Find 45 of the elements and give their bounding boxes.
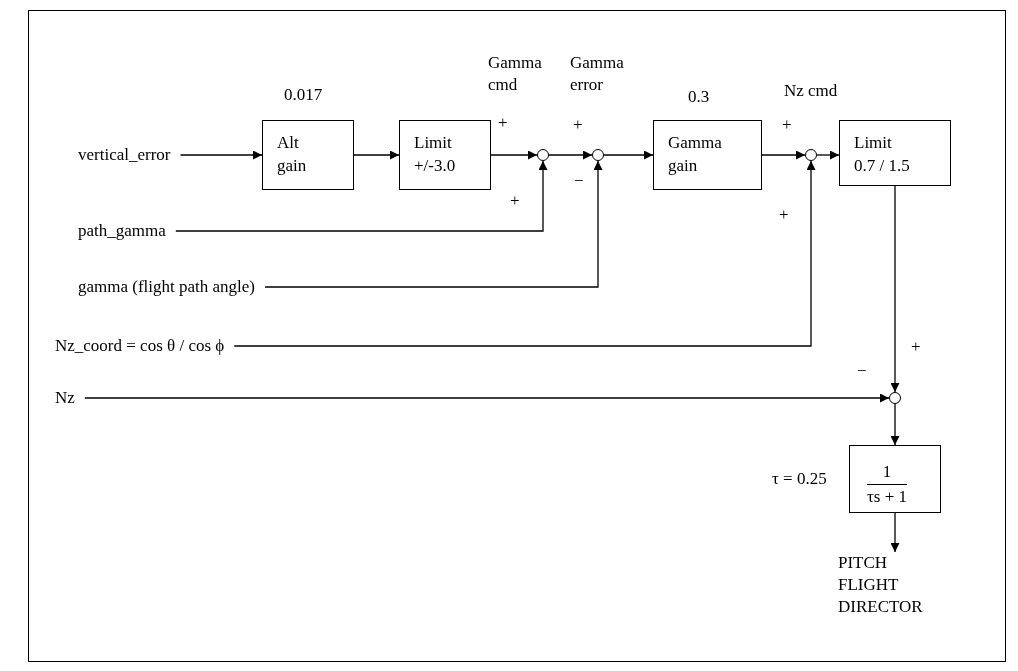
signal-label: Nz_coord = cos θ / cos ϕ [55, 335, 235, 357]
gain-block: Alt gain [262, 120, 354, 190]
parameter-value: 0.3 [688, 86, 710, 108]
signal-arrow [84, 393, 890, 403]
signal-label: gamma (flight path angle) [78, 276, 266, 298]
signal-arrow [761, 150, 806, 160]
signal-arrow [548, 150, 593, 160]
signal-arrow [890, 185, 900, 393]
signal-arrow [490, 150, 538, 160]
sign-label: + [498, 112, 508, 134]
signal-arrow [816, 150, 840, 160]
summing-junction [889, 392, 901, 404]
signal-arrow [353, 150, 400, 160]
signal-name: Gamma error [570, 52, 625, 96]
sign-label: − [857, 360, 867, 382]
signal-label: PITCH FLIGHT DIRECTOR [838, 552, 948, 618]
parameter-value: 0.017 [284, 84, 323, 106]
signal-arrow [175, 160, 548, 232]
summing-junction [592, 149, 604, 161]
signal-label: Nz [55, 387, 85, 409]
signal-arrow [603, 150, 654, 160]
summing-junction [537, 149, 549, 161]
signal-label: path_gamma [78, 220, 176, 242]
fraction-numerator: 1 [866, 459, 908, 485]
signal-arrow [264, 160, 603, 288]
sign-label: + [573, 114, 583, 136]
signal-arrow [890, 512, 900, 553]
sign-label: + [911, 336, 921, 358]
sign-label: + [782, 114, 792, 136]
signal-name: Nz cmd [784, 80, 838, 102]
signal-arrow [233, 160, 816, 347]
gain-block: Limit +/-3.0 [399, 120, 491, 190]
signal-name: Gamma cmd [488, 52, 543, 96]
signal-label: vertical_error [78, 144, 181, 166]
sign-label: + [779, 204, 789, 226]
gain-block: Gamma gain [653, 120, 762, 190]
sign-label: + [510, 190, 520, 212]
sign-label: − [574, 170, 584, 192]
gain-block: Limit 0.7 / 1.5 [839, 120, 951, 186]
transfer-function-block [849, 445, 941, 513]
summing-junction [805, 149, 817, 161]
signal-arrow [179, 150, 263, 160]
signal-arrow [890, 403, 900, 446]
fraction-denominator: τs + 1 [866, 485, 907, 508]
parameter-value: τ = 0.25 [772, 468, 827, 490]
